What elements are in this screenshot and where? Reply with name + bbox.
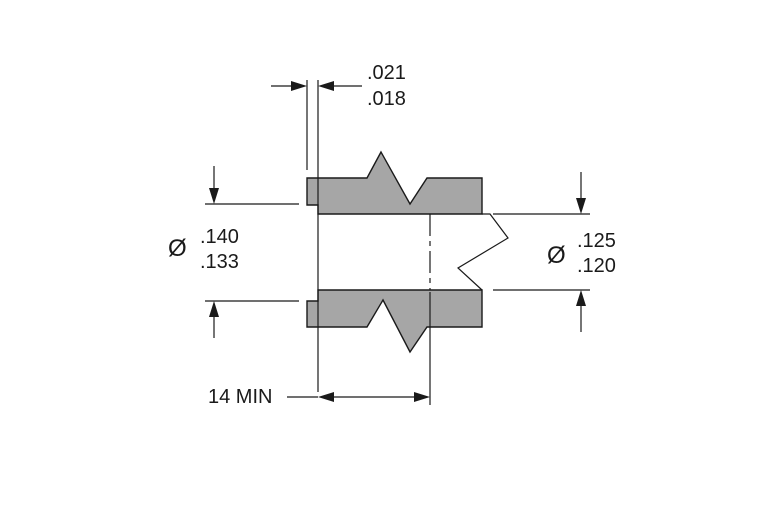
length-dimension: 14 MIN <box>208 292 431 408</box>
od-arrow-bottom <box>209 301 219 317</box>
od-diameter-symbol: Ø <box>168 235 187 262</box>
id-arrow-top <box>576 198 586 214</box>
thickness-upper-value: .021 <box>367 62 406 84</box>
thickness-lower-value: .018 <box>367 88 406 110</box>
outer-diameter-dimension: Ø .140 .133 <box>168 166 299 338</box>
od-upper-value: .140 <box>200 226 239 248</box>
bore-break-line <box>457 213 509 291</box>
od-arrow-top <box>209 188 219 204</box>
thickness-arrow-right <box>318 81 334 91</box>
length-arrow-right <box>414 392 430 402</box>
lower-wall <box>306 289 483 354</box>
id-lower-value: .120 <box>577 255 616 277</box>
id-arrow-bottom <box>576 290 586 306</box>
thickness-arrow-left <box>291 81 307 91</box>
inner-diameter-dimension: Ø .125 .120 <box>493 172 616 332</box>
part-section <box>306 150 509 354</box>
id-upper-value: .125 <box>577 230 616 252</box>
length-label: 14 MIN <box>208 386 272 408</box>
upper-wall <box>306 150 483 215</box>
length-arrow-left <box>318 392 334 402</box>
od-lower-value: .133 <box>200 251 239 273</box>
id-diameter-symbol: Ø <box>547 242 566 269</box>
thickness-dimension: .021 .018 <box>271 62 406 392</box>
